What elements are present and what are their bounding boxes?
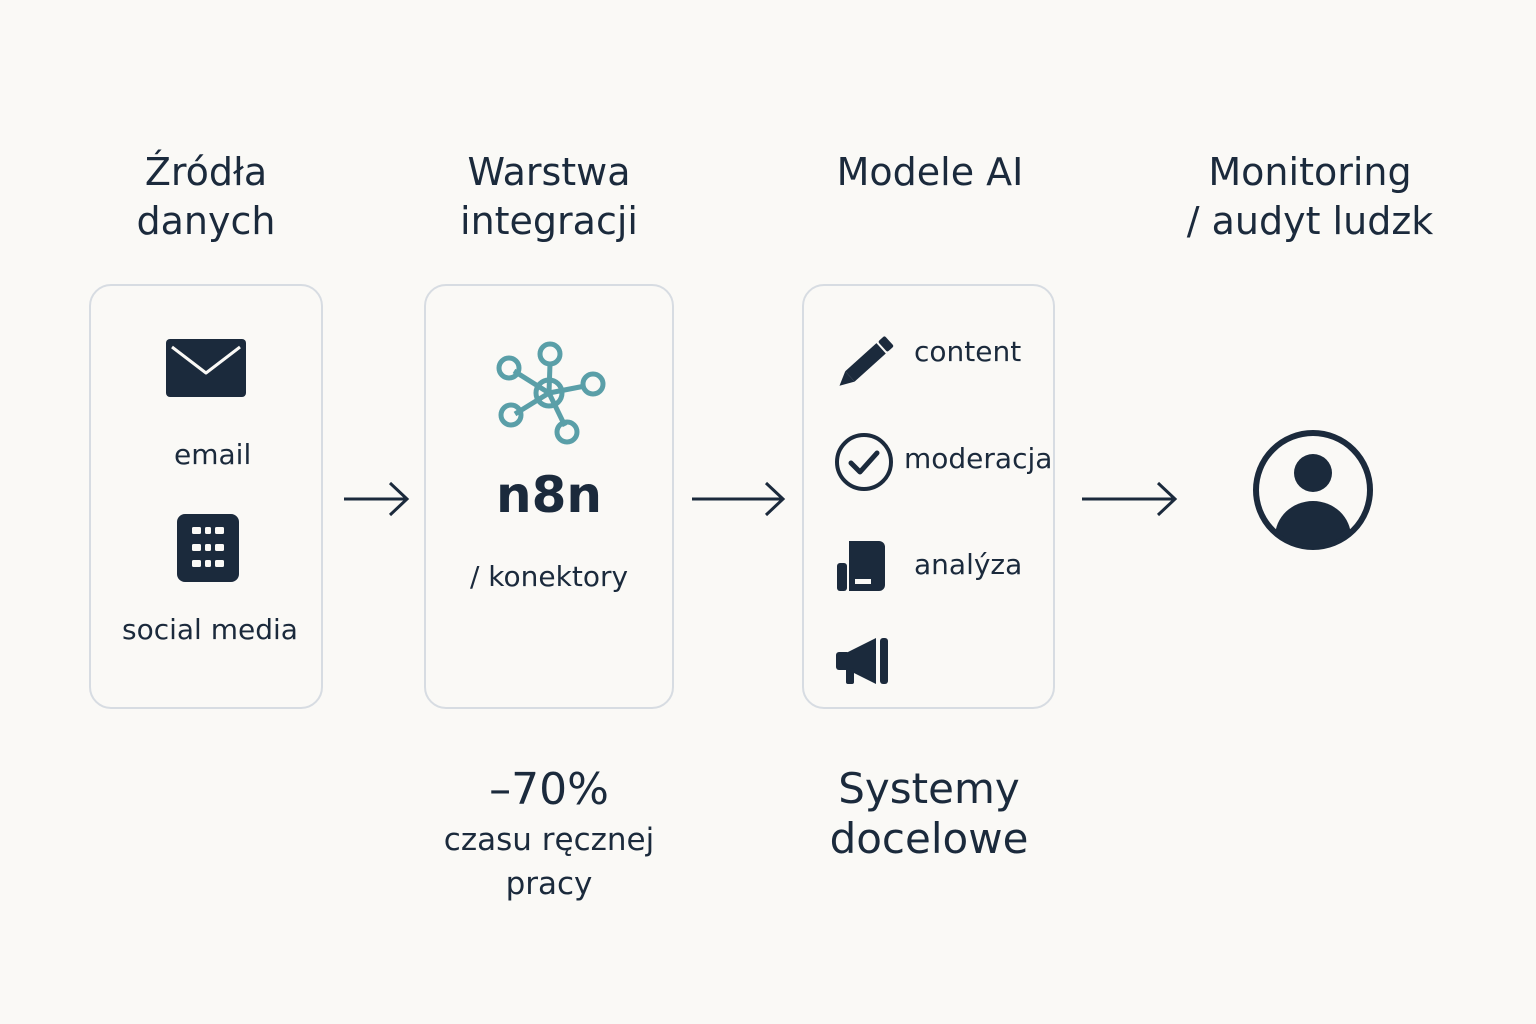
integration-caption: / konektory: [469, 560, 629, 593]
column-title-sources: Źródła danych: [136, 150, 276, 243]
flow-arrow-icon: [344, 481, 410, 517]
building-icon: [177, 514, 239, 582]
source-label-social-media: social media: [122, 613, 298, 646]
megaphone-icon: [836, 638, 888, 684]
source-label-email: email: [174, 438, 252, 471]
flow-arrow-icon: [692, 481, 786, 517]
user-avatar-icon: [1253, 430, 1373, 550]
model-label-moderacja: moderacja: [904, 442, 1053, 475]
target-systems-title: Systemy docelowe: [829, 764, 1029, 863]
network-nodes-icon: [496, 341, 606, 445]
model-label-analyza: analýza: [914, 548, 1023, 581]
savings-value: –70%: [489, 764, 609, 815]
models-card: [802, 284, 1055, 709]
check-circle-icon: [835, 433, 893, 491]
model-label-content: content: [914, 335, 1022, 368]
flow-arrow-icon: [1082, 481, 1178, 517]
column-title-models: Modele AI: [836, 150, 1024, 194]
integration-name: n8n: [496, 466, 602, 524]
column-title-monitoring: Monitoring / audyt ludzk: [1186, 150, 1434, 243]
pencil-icon: [839, 336, 894, 386]
column-title-integration: Warstwa integracji: [460, 150, 638, 243]
document-icon: [837, 541, 885, 591]
savings-caption: czasu ręcznej pracy: [443, 822, 655, 902]
envelope-icon: [166, 339, 246, 397]
integration-card: [424, 284, 674, 709]
